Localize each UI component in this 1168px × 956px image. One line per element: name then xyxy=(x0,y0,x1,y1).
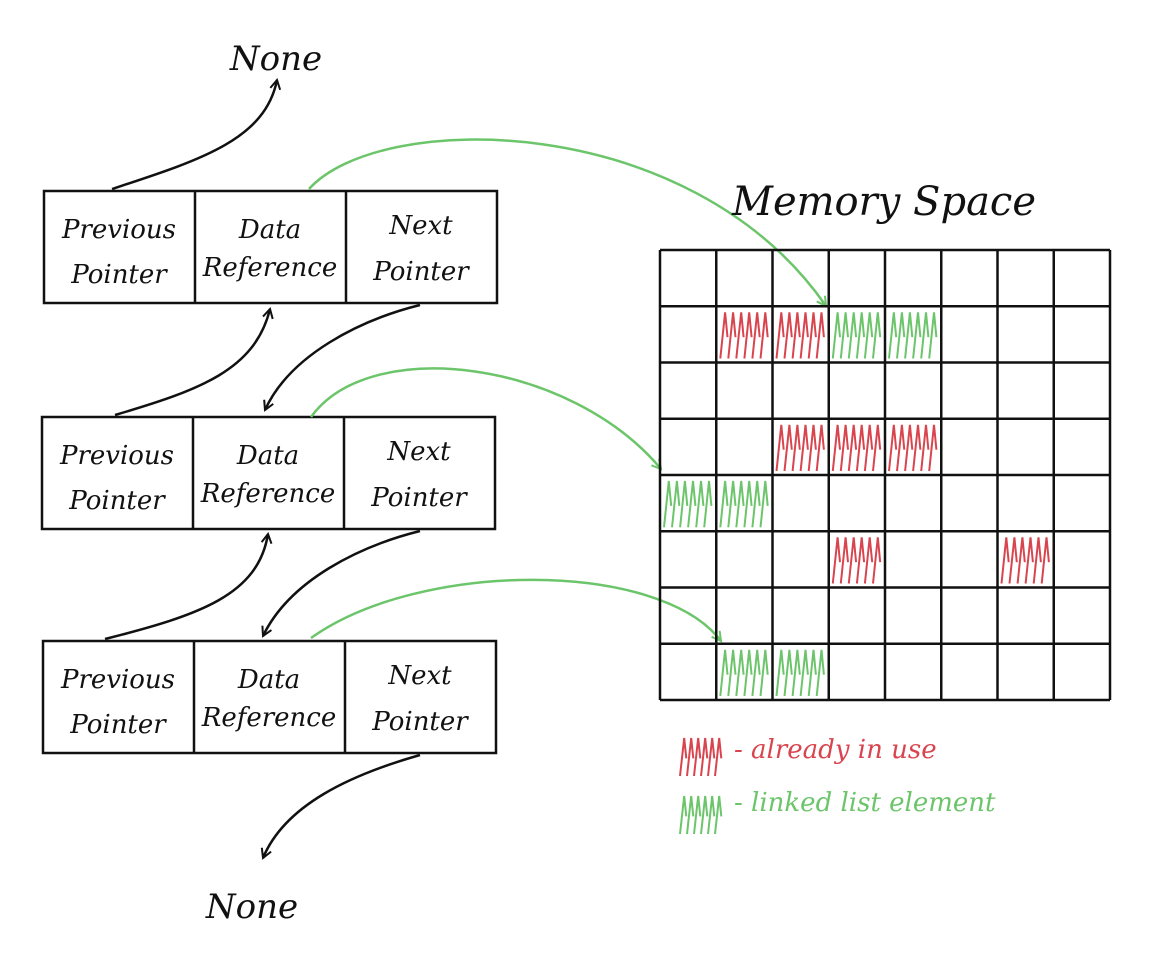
node-1-next-line-1: Next xyxy=(388,211,453,241)
legend-in-use-label: - already in use xyxy=(734,735,937,765)
bottom-none-label: None xyxy=(205,887,298,927)
data-reference-arrow-3 xyxy=(310,578,721,641)
memory-cell-linked xyxy=(888,312,938,359)
data-reference-arrow-2 xyxy=(309,367,661,469)
node-2-data-line-2: Reference xyxy=(200,479,335,509)
memory-cell-in-use xyxy=(775,312,825,359)
node-1-data-line-2: Reference xyxy=(202,253,337,283)
memory-cell-in-use xyxy=(831,537,882,584)
memory-cell-linked xyxy=(719,480,769,528)
legend: - already in use - linked list element xyxy=(679,735,996,835)
green-hatch-icon xyxy=(679,795,723,835)
memory-cell-linked xyxy=(663,480,713,528)
node-3-next-line-2: Pointer xyxy=(371,707,469,737)
memory-cell-linked xyxy=(831,312,882,359)
data-reference-arrow-1 xyxy=(308,138,826,306)
legend-linked-hatch xyxy=(679,795,723,835)
next-pointer-arrow-3-to-none xyxy=(263,753,421,858)
node-2-box xyxy=(40,415,497,531)
node-1-next-line-2: Pointer xyxy=(372,257,470,287)
memory-cell-in-use xyxy=(831,424,882,472)
node-3-data-line-1: Data xyxy=(237,665,300,695)
node-1-prev-line-1: Previous xyxy=(61,215,176,245)
memory-cell-in-use xyxy=(775,424,825,472)
prev-pointer-arrow-2-to-1 xyxy=(114,309,270,417)
next-pointer-arrow-2-to-3 xyxy=(263,529,421,636)
memory-space-title: Memory Space xyxy=(731,179,1036,225)
memory-cell-linked xyxy=(775,649,825,697)
node-2-next-line-2: Pointer xyxy=(370,483,468,513)
node-2-data-line-1: Data xyxy=(236,441,299,471)
node-1-prev-line-2: Pointer xyxy=(70,260,168,290)
list-node-3: Previous Pointer Data Reference Next Poi… xyxy=(41,639,498,755)
node-1-box xyxy=(42,189,499,305)
memory-cell-in-use xyxy=(1000,537,1050,584)
next-pointer-arrow-1-to-2 xyxy=(265,303,421,410)
legend-linked-label: - linked list element xyxy=(734,788,996,818)
top-none-label: None xyxy=(229,39,322,79)
node-1-data-line-1: Data xyxy=(238,215,301,245)
memory-cell-in-use xyxy=(888,424,938,472)
prev-pointer-arrow-3-to-2 xyxy=(104,534,268,641)
prev-pointer-arrow-1-to-none xyxy=(111,80,277,191)
node-3-prev-line-2: Pointer xyxy=(69,710,167,740)
node-3-box xyxy=(41,639,498,755)
red-hatch-icon xyxy=(679,737,723,777)
node-2-prev-line-2: Pointer xyxy=(68,486,166,516)
memory-cell-in-use xyxy=(719,312,769,359)
list-node-1: Previous Pointer Data Reference Next Poi… xyxy=(42,189,499,305)
legend-in-use-hatch xyxy=(679,737,723,777)
memory-grid xyxy=(658,248,1112,702)
list-node-2: Previous Pointer Data Reference Next Poi… xyxy=(40,415,497,531)
node-2-prev-line-1: Previous xyxy=(59,441,174,471)
memory-cell-linked xyxy=(719,649,769,697)
node-3-data-line-2: Reference xyxy=(201,703,336,733)
node-2-next-line-1: Next xyxy=(386,437,451,467)
node-3-next-line-1: Next xyxy=(387,661,452,691)
node-3-prev-line-1: Previous xyxy=(60,665,175,695)
